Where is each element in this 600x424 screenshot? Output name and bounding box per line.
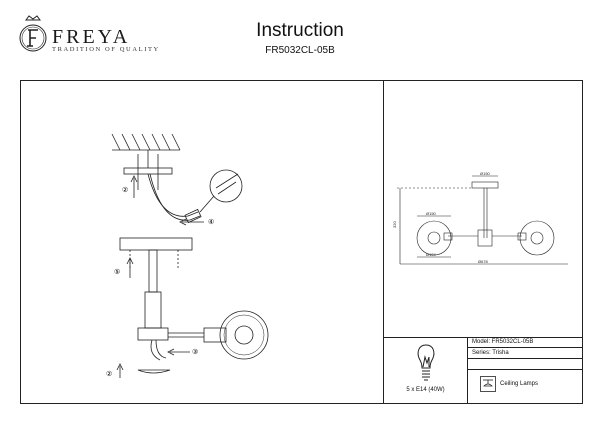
dim-shade-top-label: Ø150 [426, 211, 437, 216]
brand-logo [16, 14, 166, 62]
step-2-upper: ② [122, 186, 128, 194]
bottom-cap [137, 369, 171, 374]
mounting-plate [123, 167, 173, 175]
ceiling-hatch [111, 133, 181, 151]
drawing-frame [20, 80, 583, 404]
step-3: ③ [192, 348, 198, 356]
step-2-lower: ② [106, 370, 112, 378]
dim-hub [477, 229, 493, 247]
series-row: Series: Trisha [468, 348, 583, 359]
step-5: ⑤ [114, 268, 120, 276]
assembly-diagram: ② ④ ⑤ ③ ② [106, 133, 269, 378]
bulb-cell: 5 x E14 (40W) [383, 337, 468, 404]
page-title: Instruction [256, 20, 344, 41]
terminal-block [184, 208, 202, 224]
terminal-detail [209, 169, 243, 203]
stem [148, 249, 158, 293]
dim-span-label: Ø678 [478, 259, 489, 264]
blank-row [468, 359, 583, 370]
dim-canopy [471, 181, 499, 189]
stem-cover [144, 291, 162, 329]
bulb-spec: 5 x E14 (40W) [406, 387, 445, 393]
dimension-drawing: Ø150 Ø150 Ø124 320 Ø678 [392, 171, 568, 265]
dim-canopy-label: Ø150 [480, 171, 491, 176]
model-code: FR5032CL-05B [265, 45, 335, 56]
dim-height-label: 320 [392, 221, 397, 228]
category-label: Ceiling Lamps [500, 381, 539, 387]
brand-name: FREYA [52, 26, 131, 48]
category-cell: Ceiling Lamps [468, 370, 583, 404]
lampholder [203, 327, 227, 343]
dim-shade-right [519, 220, 555, 256]
frame-divider-horizontal [383, 337, 583, 338]
step-4: ④ [208, 218, 214, 226]
light-bulb-icon [417, 344, 435, 381]
glass-shade [219, 310, 269, 360]
brand-tagline: TRADITION OF QUALITY [52, 46, 160, 53]
dim-shade-left [416, 220, 452, 256]
frame-divider-vertical [383, 80, 384, 404]
model-row: Model: FR5032CL-05B [468, 337, 583, 348]
freya-crest-icon [19, 15, 47, 52]
central-hub [137, 327, 169, 341]
ceiling-lamp-icon [480, 376, 496, 392]
dim-shade-bottom-label: Ø124 [426, 252, 437, 257]
canopy [119, 237, 193, 251]
